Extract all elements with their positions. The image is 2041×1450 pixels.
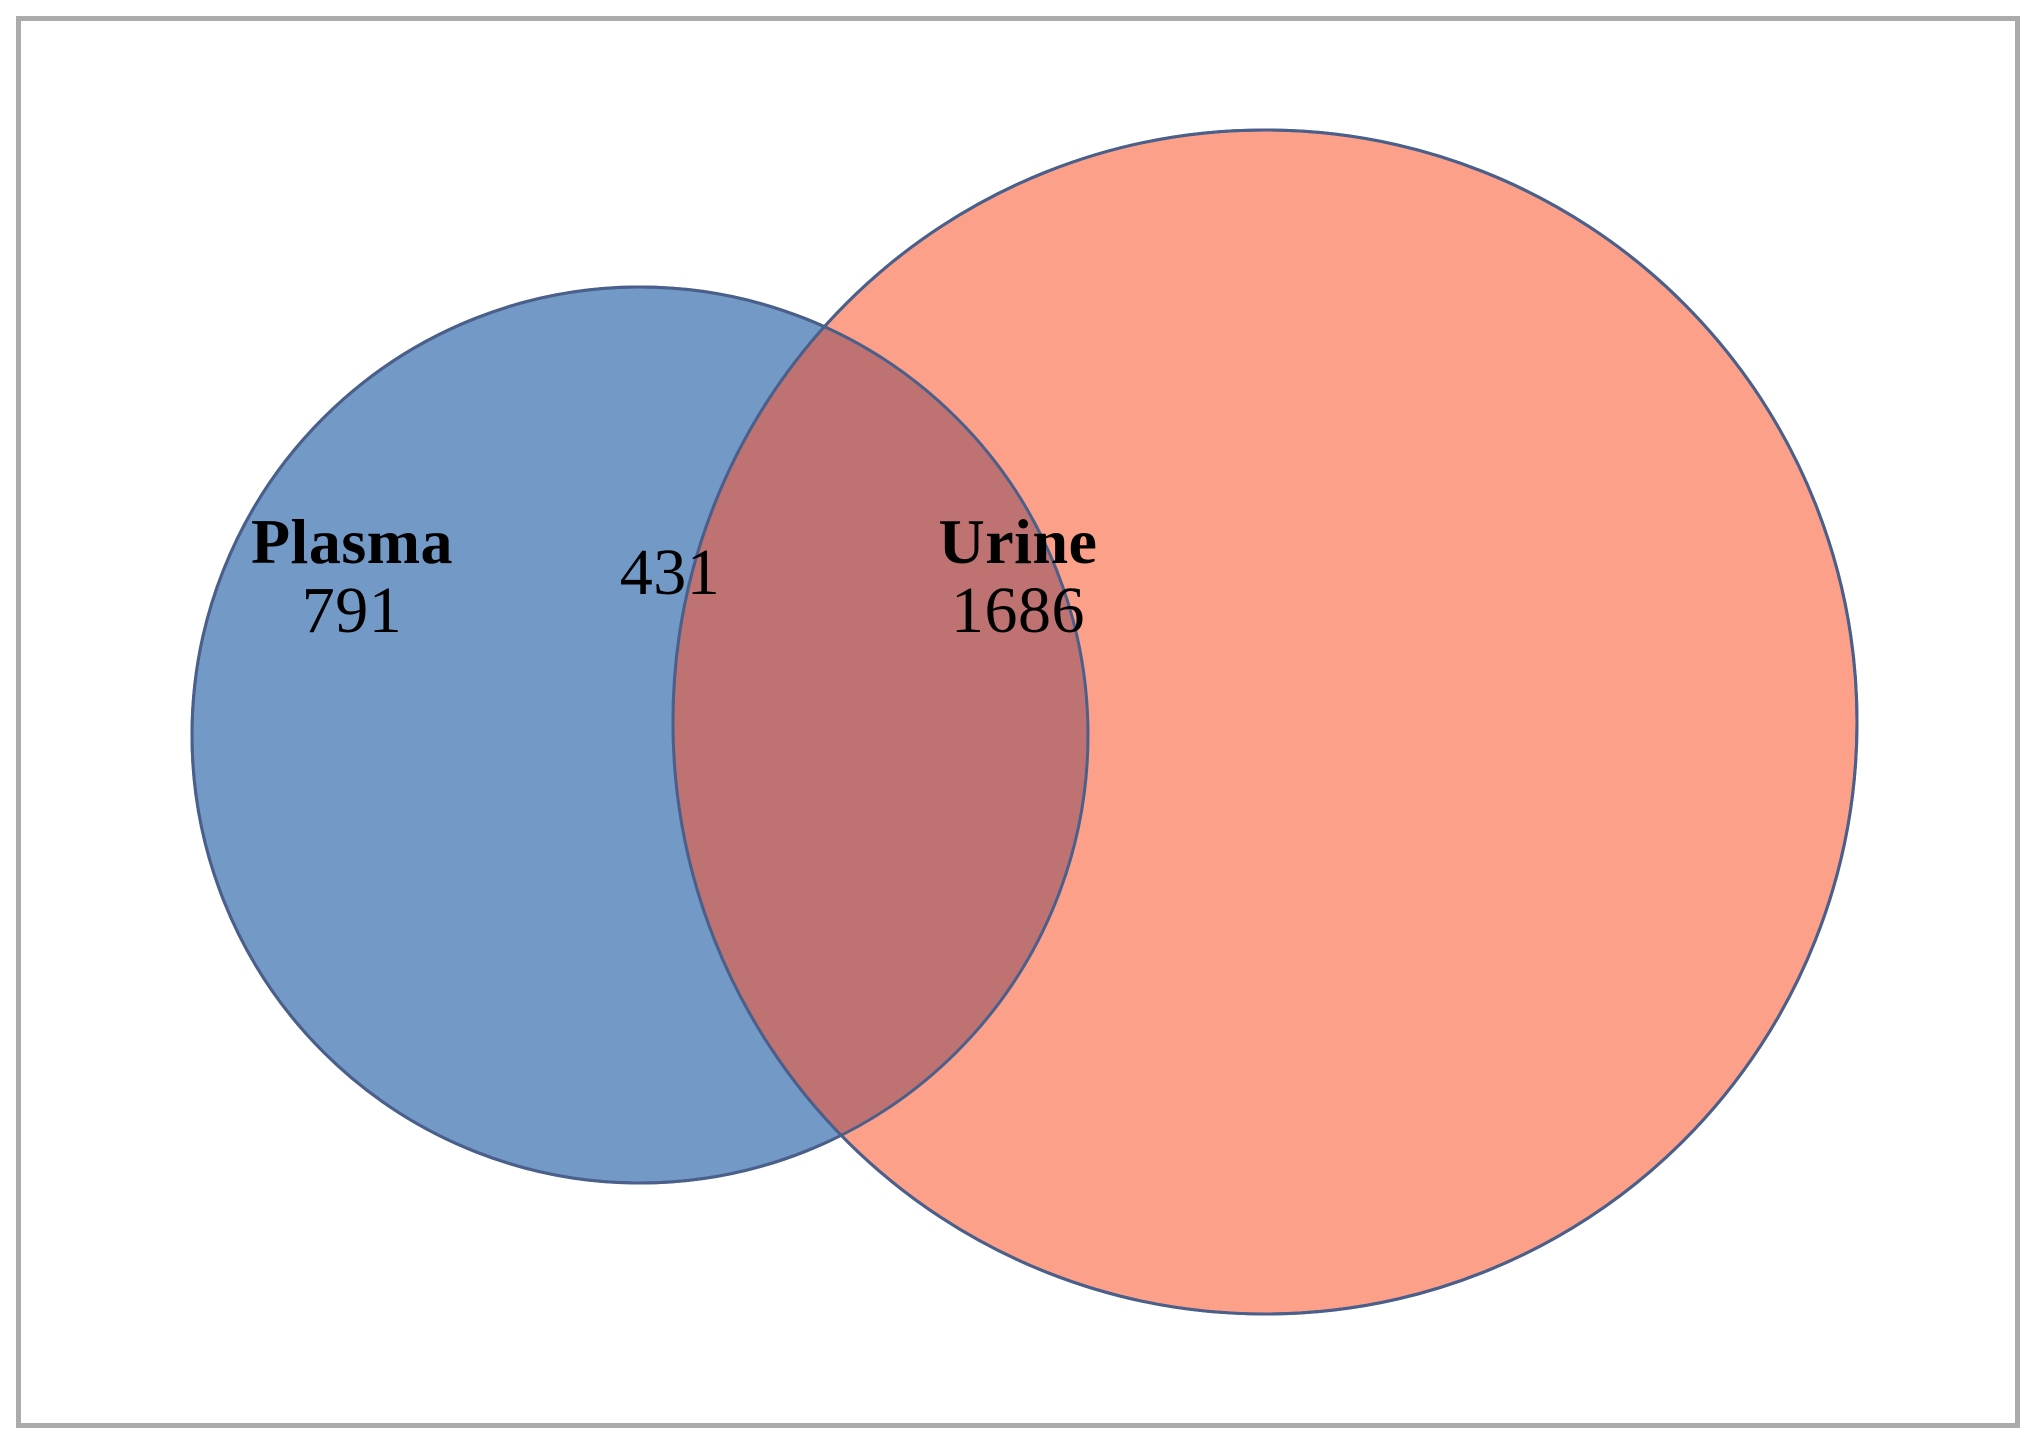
venn-circle-plasma-outline	[190, 285, 1090, 1185]
venn-set-name-plasma: Plasma	[250, 506, 454, 577]
venn-label-urine: Urine 1686	[808, 508, 1228, 646]
venn-count-plasma: 791	[301, 573, 403, 647]
venn-label-intersection: 431	[485, 538, 855, 608]
venn-count-intersection: 431	[619, 536, 721, 609]
venn-circle-urine-outline	[671, 128, 1859, 1316]
venn-count-urine: 1686	[951, 573, 1085, 647]
venn-set-name-urine: Urine	[938, 506, 1098, 577]
venn-label-plasma: Plasma 791	[142, 508, 562, 646]
